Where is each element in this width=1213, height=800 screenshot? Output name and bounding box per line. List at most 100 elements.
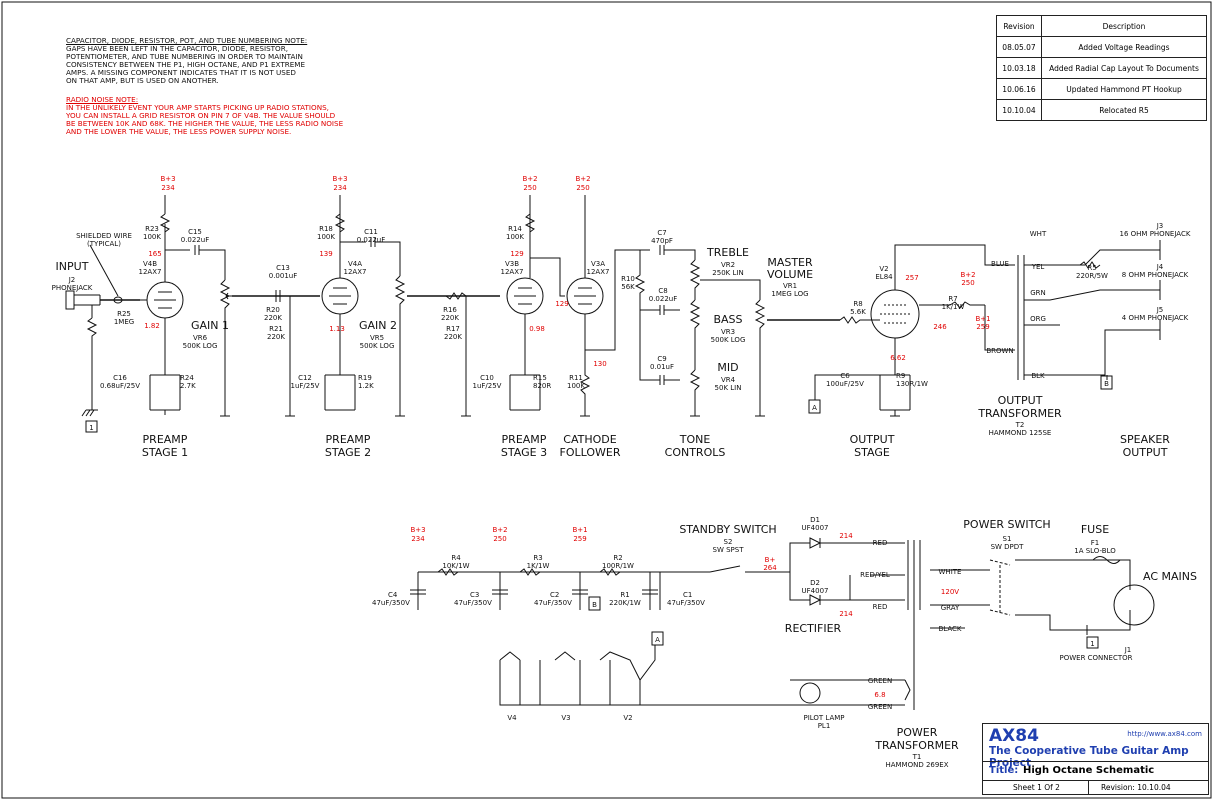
- d1-label: UF4007: [802, 524, 829, 532]
- c1-value: C1: [683, 591, 692, 599]
- voltage-reading: 264: [763, 564, 777, 572]
- r11-label: R11: [569, 374, 583, 382]
- ot-wire-wht: WHT: [1030, 230, 1047, 238]
- stage-power-switch-label: POWER SWITCH: [963, 518, 1050, 531]
- master-label: MASTER: [767, 256, 813, 269]
- node-1-box: [85, 420, 98, 433]
- sheet-number: Sheet 1 Of 2: [1013, 783, 1060, 792]
- rail-b1-label: B+1: [572, 526, 587, 534]
- d1-label: D1: [810, 516, 820, 524]
- stage-speaker-label: OUTPUT: [1123, 446, 1168, 459]
- voltage-reading: 165: [148, 250, 161, 258]
- voltage-readings: 234 234 250 250 250 259 165 1.82 139 1.1…: [144, 184, 989, 699]
- r25-label: 1MEG: [114, 318, 134, 326]
- r20-label: 220K: [264, 314, 282, 322]
- r16-label: R16: [443, 306, 457, 314]
- pilot-lamp-label: PL1: [818, 722, 831, 730]
- heater-v3-label: V3: [561, 714, 570, 722]
- rail-b3-label: B+3: [332, 175, 347, 183]
- vr6-label: 500K LOG: [183, 342, 218, 350]
- voltage-reading: 130: [593, 360, 606, 368]
- sheet-row: Sheet 1 Of 2 Revision: 10.10.04: [983, 780, 1208, 795]
- ac-mains-plug: [1113, 584, 1155, 626]
- voltage-reading: 259: [573, 535, 586, 543]
- project-url[interactable]: http://www.ax84.com: [1127, 730, 1202, 738]
- voltage-reading: 250: [493, 535, 506, 543]
- f1-label: F1: [1091, 539, 1099, 547]
- r3-label: R3: [533, 554, 542, 562]
- ot-wire-brown: BROWN: [986, 347, 1013, 355]
- stage-fuse-label: FUSE: [1081, 523, 1109, 536]
- j2-label: J2: [68, 276, 76, 284]
- r21-label: 220K: [267, 333, 285, 341]
- numbering-note-line: CONSISTENCY BETWEEN THE P1, HIGH OCTANE,…: [66, 60, 305, 69]
- pilot-lamp-label: PILOT LAMP: [803, 714, 844, 722]
- voltage-reading: 6.62: [890, 354, 906, 362]
- stage-pt-label: TRANSFORMER: [874, 739, 959, 752]
- c2-value: 47uF/350V: [534, 599, 572, 607]
- stage-output-label: STAGE: [854, 446, 890, 459]
- node-boxes: [85, 375, 1113, 649]
- v4a-label: 12AX7: [344, 268, 367, 276]
- ot-wire-org: ORG: [1030, 315, 1046, 323]
- pt-wire-green: GREEN: [868, 703, 892, 711]
- r23-label: R23: [145, 225, 159, 233]
- voltage-reading: 250: [576, 184, 589, 192]
- j3-label: 16 OHM PHONEJACK: [1120, 230, 1191, 238]
- r8-label: 5.6K: [850, 308, 866, 316]
- r24-label: R24: [180, 374, 194, 382]
- stage-standby-label: STANDBY SWITCH: [679, 523, 776, 536]
- c15-label: 0.022uF: [181, 236, 210, 244]
- c10-label: 1uF/25V: [473, 382, 502, 390]
- d2-label: UF4007: [802, 587, 829, 595]
- vr3-label: VR3: [721, 328, 735, 336]
- r2-label: R2: [613, 554, 622, 562]
- voltage-reading: 250: [523, 184, 536, 192]
- r18-label: 100K: [317, 233, 335, 241]
- stage-ac-mains-label: AC MAINS: [1143, 570, 1197, 583]
- shielded-wire-label: (TYPICAL): [87, 240, 121, 248]
- pt-wire-black: BLACK: [938, 625, 961, 633]
- stage-output-label: OUTPUT: [850, 433, 895, 446]
- v2-label: V2: [879, 265, 888, 273]
- voltage-reading: 214: [839, 532, 853, 540]
- v3a-label: V3A: [591, 260, 605, 268]
- gain2-label: GAIN 2: [359, 319, 397, 332]
- r18-label: R18: [319, 225, 333, 233]
- stage-cathode-label: CATHODE: [563, 433, 616, 446]
- input-jack-symbol: [65, 290, 75, 310]
- d2-label: D2: [810, 579, 820, 587]
- v4b-label: V4B: [143, 260, 157, 268]
- vr5-label: VR5: [370, 334, 384, 342]
- v4a-label: V4A: [348, 260, 362, 268]
- r17-label: R17: [446, 325, 460, 333]
- numbering-note-line: GAPS HAVE BEEN LEFT IN THE CAPACITOR, DI…: [66, 44, 288, 53]
- power-supply-wiring: [410, 537, 1155, 710]
- node-b-box: [1100, 375, 1113, 390]
- c6-label: C6: [840, 372, 850, 380]
- c9-label: 0.01uF: [650, 363, 674, 371]
- numbering-note-line: ON THAT AMP, BUT IS USED ON ANOTHER.: [66, 76, 219, 85]
- c7-label: 470pF: [651, 237, 673, 245]
- r14-label: R14: [508, 225, 522, 233]
- shielded-wire-marker: [113, 296, 123, 304]
- schematic-title: High Octane Schematic: [1023, 765, 1155, 776]
- pt-wire-gray: GRAY: [941, 604, 960, 612]
- radio-note-line: YOU CAN INSTALL A GRID RESISTOR ON PIN 7…: [66, 111, 336, 120]
- s2-label: S2: [724, 538, 733, 546]
- numbering-note: CAPACITOR, DIODE, RESISTOR, POT, AND TUB…: [66, 37, 307, 85]
- v4b-label: 12AX7: [139, 268, 162, 276]
- node-b-text: B: [592, 601, 597, 609]
- stage-ot-label: OUTPUT: [998, 394, 1043, 407]
- node-a-box-ps: [651, 631, 664, 646]
- rail-b2-label: B+2: [522, 175, 537, 183]
- c3-value: 47uF/350V: [454, 599, 492, 607]
- vr5-label: 500K LOG: [360, 342, 395, 350]
- revision-number: Revision: 10.10.04: [1101, 783, 1171, 792]
- input-label: INPUT: [56, 260, 89, 273]
- voltage-reading: 129: [510, 250, 523, 258]
- r3-label: 1K/1W: [527, 562, 550, 570]
- vr4-label: VR4: [721, 376, 736, 384]
